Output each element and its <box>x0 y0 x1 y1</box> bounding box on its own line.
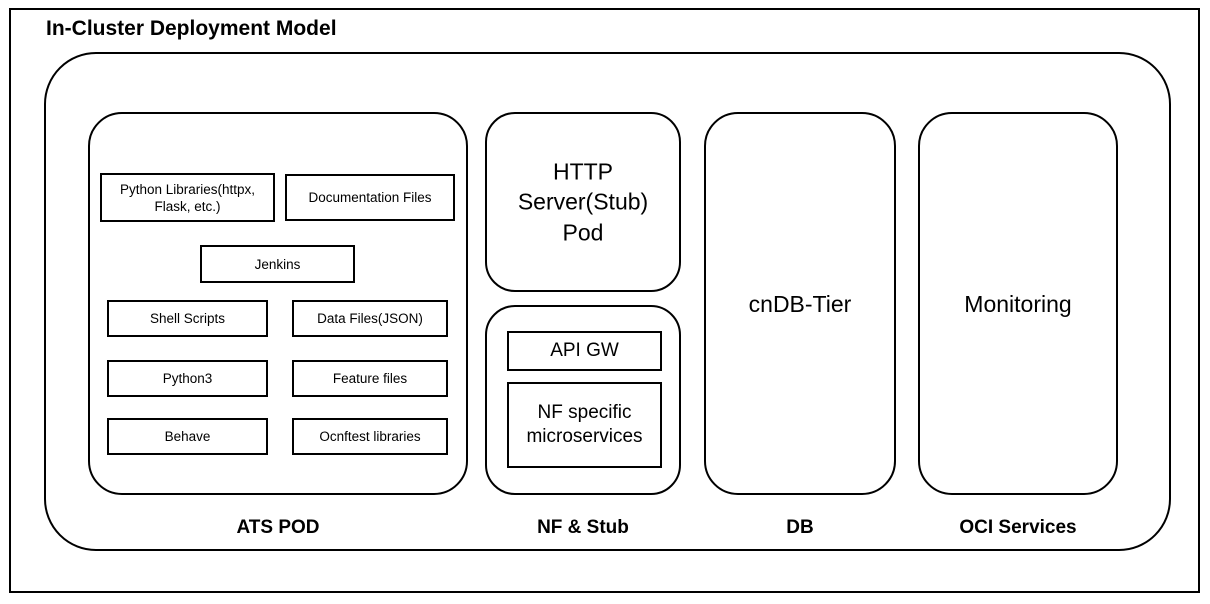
ats-item-documentation-files[interactable]: Documentation Files <box>285 174 455 221</box>
ats-item-python3[interactable]: Python3 <box>107 360 268 397</box>
ats-item-ocnftest-libraries[interactable]: Ocnftest libraries <box>292 418 448 455</box>
nf-item-api-gw[interactable]: API GW <box>507 331 662 371</box>
ats-item-python-libraries[interactable]: Python Libraries(httpx, Flask, etc.) <box>100 173 275 222</box>
http-server-stub-pod[interactable]: HTTP Server(Stub) Pod <box>485 112 681 292</box>
ats-item-shell-scripts[interactable]: Shell Scripts <box>107 300 268 337</box>
ats-item-data-files[interactable]: Data Files(JSON) <box>292 300 448 337</box>
nf-item-nf-specific-microservices[interactable]: NF specific microservices <box>507 382 662 468</box>
cndb-tier-pod-label: cnDB-Tier <box>748 290 852 317</box>
monitoring-pod[interactable]: Monitoring <box>918 112 1118 495</box>
section-label-oci-services: OCI Services <box>959 517 1077 538</box>
page-title: In-Cluster Deployment Model <box>46 17 337 40</box>
monitoring-pod-label: Monitoring <box>964 290 1072 317</box>
ats-item-behave[interactable]: Behave <box>107 418 268 455</box>
http-server-stub-pod-label: HTTP Server(Stub) Pod <box>517 158 649 246</box>
section-label-ats-pod: ATS POD <box>236 517 320 538</box>
section-label-nf-stub: NF & Stub <box>537 517 629 538</box>
ats-item-jenkins[interactable]: Jenkins <box>200 245 355 283</box>
cndb-tier-pod[interactable]: cnDB-Tier <box>704 112 896 495</box>
ats-item-feature-files[interactable]: Feature files <box>292 360 448 397</box>
section-label-db: DB <box>786 517 814 538</box>
